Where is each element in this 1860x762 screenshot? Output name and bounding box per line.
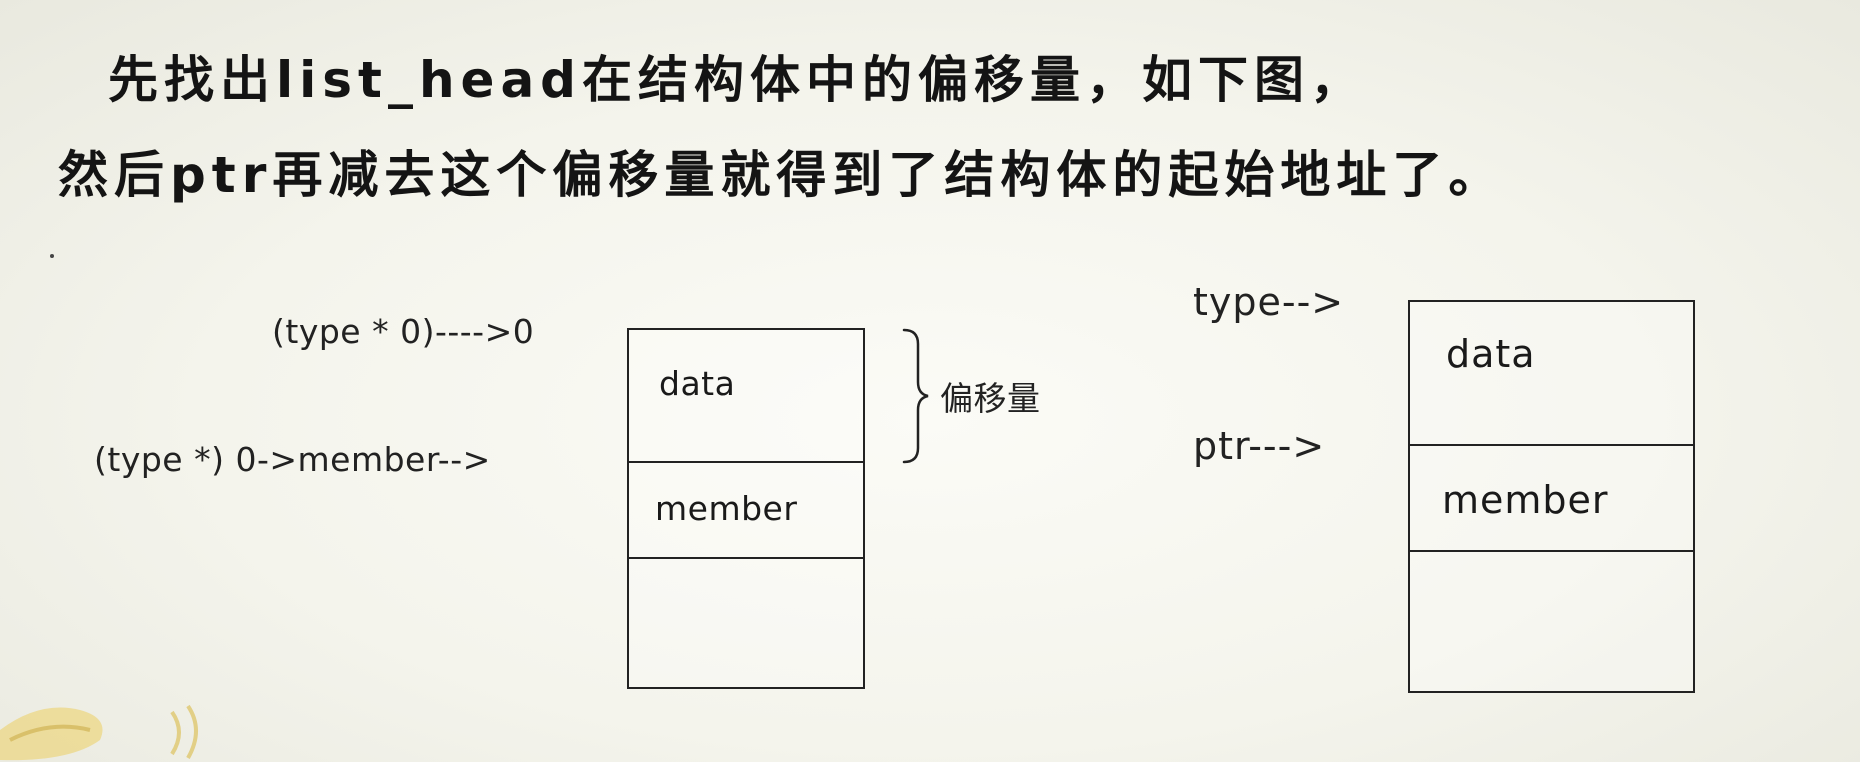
stray-dot <box>50 254 54 258</box>
corner-decoration-icon <box>0 704 198 761</box>
left-data-label: data <box>659 364 736 403</box>
right-member-label: member <box>1442 478 1609 522</box>
explanation-line-2: 然后ptr再减去这个偏移量就得到了结构体的起始地址了。 <box>58 146 1505 204</box>
left-data-cell: data <box>629 330 863 463</box>
left-member-cell: member <box>629 463 863 559</box>
right-struct-box: data member <box>1408 300 1695 693</box>
offset-label: 偏移量 <box>940 379 1041 418</box>
explanation-line-1: 先找出list_head在结构体中的偏移量，如下图， <box>108 51 1366 109</box>
ptr-pointer-label: ptr---> <box>1193 424 1326 468</box>
left-struct-box: data member <box>627 328 865 689</box>
right-data-label: data <box>1446 332 1536 376</box>
right-empty-cell <box>1410 552 1693 691</box>
right-data-cell: data <box>1410 302 1693 446</box>
type-pointer-label: type--> <box>1193 280 1345 324</box>
offset-brace <box>902 328 929 464</box>
left-member-label: member <box>655 489 798 528</box>
right-member-cell: member <box>1410 446 1693 552</box>
type-zero-label: (type * 0)---->0 <box>272 312 535 351</box>
member-offset-label: (type *) 0->member--> <box>94 440 491 479</box>
left-empty-cell <box>629 559 863 687</box>
